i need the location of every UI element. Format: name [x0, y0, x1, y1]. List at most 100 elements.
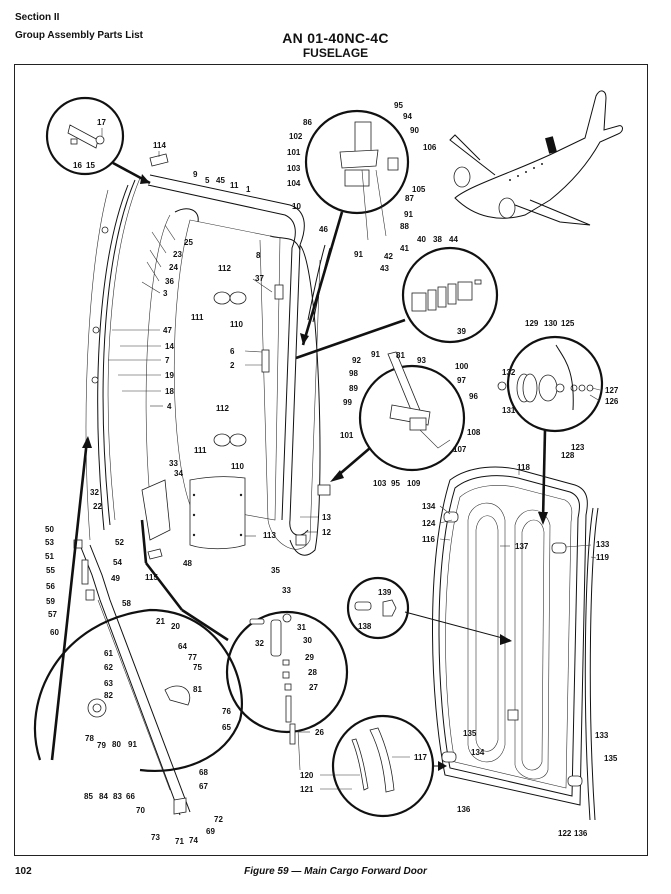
- callout: 61: [104, 649, 113, 658]
- detail-circle-latch-rod: [33, 436, 243, 772]
- callout: 81: [396, 351, 405, 360]
- figure-frame: [14, 64, 648, 856]
- detail-circle-cable-linkage: [140, 519, 349, 771]
- callout: 36: [165, 277, 174, 286]
- callout: 52: [115, 538, 124, 547]
- callout: 7: [165, 356, 170, 365]
- callout: 95: [391, 479, 400, 488]
- callout: 13: [322, 513, 331, 522]
- callout: 64: [178, 642, 187, 651]
- callout: 91: [128, 740, 137, 749]
- callout: 119: [596, 553, 609, 562]
- page-number: 102: [15, 866, 32, 877]
- callout: 128: [561, 451, 575, 460]
- callout: 108: [467, 428, 481, 437]
- callout: 40: [417, 235, 426, 244]
- callout: 126: [605, 397, 619, 406]
- callout: 138: [358, 622, 372, 631]
- callout: 29: [305, 653, 314, 662]
- callout: 76: [222, 707, 231, 716]
- callout: 92: [352, 356, 361, 365]
- callout: 58: [122, 599, 131, 608]
- callout: 89: [349, 384, 358, 393]
- callout: 39: [457, 327, 466, 336]
- callout: 62: [104, 663, 113, 672]
- callout: 90: [410, 126, 419, 135]
- callout: 26: [315, 728, 324, 737]
- detail-circle-shim-stack: [295, 246, 499, 360]
- cargo-door-panel: [432, 466, 599, 821]
- door-frame-assembly: [85, 153, 331, 560]
- callout: 93: [417, 356, 426, 365]
- callout: 91: [354, 250, 363, 259]
- callout: 132: [502, 368, 516, 377]
- callout: 91: [371, 350, 380, 359]
- callout: 21: [156, 617, 165, 626]
- callout: 57: [48, 610, 57, 619]
- callout: 15: [86, 161, 95, 170]
- callout: 30: [303, 636, 312, 645]
- callout: 50: [45, 525, 54, 534]
- callout: 78: [85, 734, 94, 743]
- callout: 10: [292, 202, 301, 211]
- callout: 127: [605, 386, 619, 395]
- callout: 47: [163, 326, 172, 335]
- callout: 73: [151, 833, 160, 842]
- detail-circle-latch-mechanism: [330, 351, 466, 482]
- callout: 97: [457, 376, 466, 385]
- callout: 135: [463, 729, 477, 738]
- callout: 134: [422, 502, 436, 511]
- aircraft-locator-illustration: [449, 90, 623, 226]
- callout: 136: [457, 805, 471, 814]
- callout: 103: [373, 479, 387, 488]
- callout: 74: [189, 836, 198, 845]
- detail-circle-upper-lock: [300, 109, 410, 346]
- callout: 71: [175, 837, 184, 846]
- callout: 17: [97, 118, 106, 127]
- callout: 133: [596, 540, 610, 549]
- callout: 2: [230, 361, 235, 370]
- callout: 86: [303, 118, 312, 127]
- callout: 96: [469, 392, 478, 401]
- callout: 35: [271, 566, 280, 575]
- callout: 42: [384, 252, 393, 261]
- callout: 118: [517, 463, 530, 472]
- callout: 137: [515, 542, 529, 551]
- callout: 8: [256, 251, 261, 260]
- callout: 116: [422, 535, 435, 544]
- callout: 9: [193, 170, 198, 179]
- callout: 98: [349, 369, 358, 378]
- callout: 23: [173, 250, 182, 259]
- callout: 87: [405, 194, 414, 203]
- callout: 69: [206, 827, 215, 836]
- callout: 101: [340, 431, 354, 440]
- callout: 82: [104, 691, 113, 700]
- callout: 80: [112, 740, 121, 749]
- detail-circle-hinge-bracket: [45, 96, 151, 185]
- callout: 114: [153, 141, 166, 150]
- callout: 20: [171, 622, 180, 631]
- callout: 99: [343, 398, 352, 407]
- callout: 131: [502, 406, 516, 415]
- callout: 33: [169, 459, 178, 468]
- figure-caption: Figure 59 — Main Cargo Forward Door: [244, 866, 427, 877]
- callout: 37: [255, 274, 264, 283]
- callout: 111: [194, 446, 207, 455]
- callout: 70: [136, 806, 145, 815]
- callout: 46: [319, 225, 328, 234]
- callout: 102: [289, 132, 303, 141]
- detail-circle-handle-shaft: [497, 335, 604, 525]
- callout: 41: [400, 244, 409, 253]
- callout: 77: [188, 653, 197, 662]
- group-label: Group Assembly Parts List: [15, 30, 143, 41]
- callout: 3: [163, 289, 168, 298]
- callout: 25: [184, 238, 193, 247]
- callout: 38: [433, 235, 442, 244]
- callout: 63: [104, 679, 113, 688]
- callout: 16: [73, 161, 82, 170]
- callout: 72: [214, 815, 223, 824]
- callout: 54: [113, 558, 122, 567]
- callout: 44: [449, 235, 458, 244]
- callout: 28: [308, 668, 317, 677]
